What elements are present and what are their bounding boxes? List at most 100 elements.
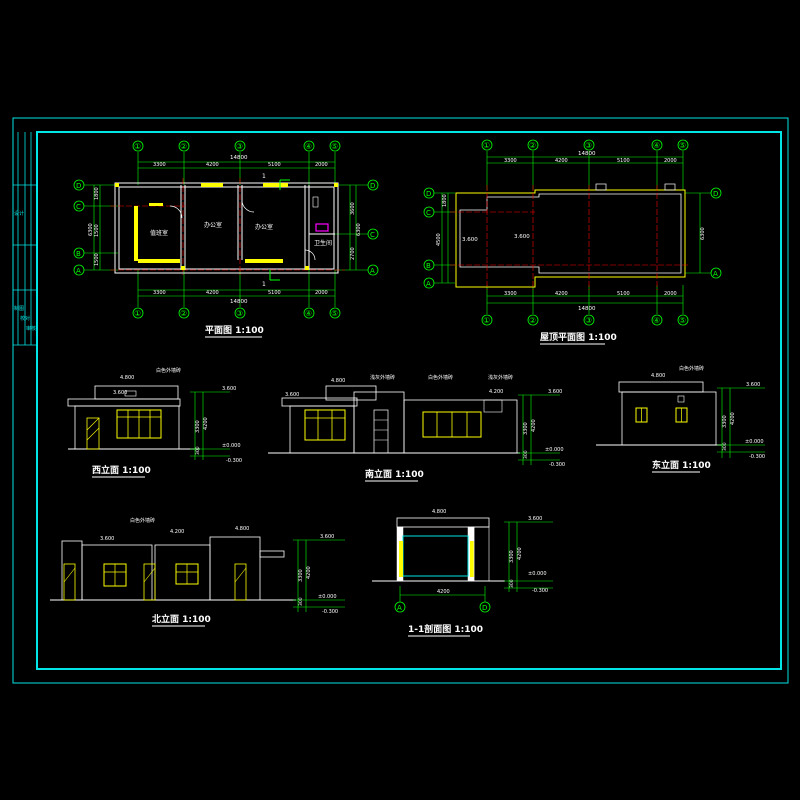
dimension-text: 2000 [664,158,677,164]
axis-label: C [426,209,431,217]
section-1-1: 4.800 4200 A D 3.600 ±0.000 -0.300 3300 … [372,509,553,637]
elevation-tag: 4.800 [235,526,249,532]
dimension-text: 1800 [442,194,448,207]
elevation-tag: 3.600 [113,390,127,396]
section-cut-mark [269,179,290,281]
dimension-text: 4200 [555,158,568,164]
dimension-text: 5100 [268,162,281,168]
dimension-text: 14800 [230,299,248,305]
drawing-title: 1-1剖面图 1:100 [408,623,483,635]
material-note: 白色外墙砖 [428,374,453,381]
axis-label: ③ [585,141,592,150]
elevation-tag: 3.600 [100,536,114,542]
dimension-text: 14800 [578,151,596,157]
axis-label: C [370,231,375,239]
axis-label: A [426,280,431,288]
elevation-tag: 4.800 [331,378,345,384]
elevation-tag: 4.200 [170,529,184,535]
room-label: 办公室 [204,221,222,229]
elevation-tag: 3.600 [514,234,530,240]
dimension-text: 4200 [206,162,219,168]
west-elevation: 4.800 3.600 白色外墙砖 3.600 ±0.000 -0.300 33… [67,367,242,478]
level-tag: 3.600 [746,382,760,388]
material-note: 白色外墙砖 [679,365,704,372]
level-tag: -0.300 [549,462,565,468]
level-tag: ±0.000 [318,594,337,600]
material-note: 浅灰外墙砖 [370,374,395,381]
elevation-tag: 4.800 [120,375,134,381]
axis-label: D [713,190,718,198]
south-elevation: 4.800 3.600 4.200 浅灰外墙砖 白色外墙砖 浅灰外墙砖 3.60… [268,374,565,482]
axis-label: A [370,267,375,275]
dimension-text: 3300 [298,569,304,582]
axis-label: ② [529,316,536,325]
inner-border [36,131,782,670]
axis-label: ④ [653,316,660,325]
dimension-text: 5100 [617,158,630,164]
level-tag: 3.600 [222,386,236,392]
axis-label: ③ [236,309,243,318]
dimension-text: 6300 [700,227,706,240]
axis-label: A [713,270,718,278]
drawing-title: 屋顶平面图 1:100 [540,332,617,343]
dimension-text: 3600 [350,202,356,215]
dimension-text: 1500 [94,253,100,266]
outer-border [12,117,789,684]
level-tag: ±0.000 [528,571,547,577]
dimension-text: 3300 [504,158,517,164]
dimension-text: 6300 [88,223,94,236]
title-block: 设计 制图 校对 审核 [13,132,37,346]
sink-icon [312,196,319,208]
cut-label: 1 [262,173,266,180]
axis-label: ④ [305,309,312,318]
title-block-label: 设计 [14,210,24,217]
elevation-tag: 4.800 [651,373,665,379]
cut-label: 1 [262,281,266,288]
dimension-text: 3300 [509,550,515,563]
level-tag: -0.300 [749,454,765,460]
floor-plan: ① ② ③ ④ ⑤ ① ② ③ ④ ⑤ D C B A D C A [73,140,379,338]
axis-label: B [426,262,431,270]
dimension-text: 4200 [437,589,450,595]
room-label: 卫生间 [314,239,332,247]
dimension-text: 3300 [504,291,517,297]
plan-walls [114,182,339,274]
level-tag: ±0.000 [222,443,241,449]
dimension-text: 1800 [94,187,100,200]
dimension-text: 6300 [356,223,362,236]
axis-label: A [397,604,402,612]
east-elevation: 4.800 白色外墙砖 3.600 ±0.000 -0.300 3300 420… [596,365,765,473]
material-note: 白色外墙砖 [130,517,155,524]
dimension-text: 3300 [153,290,166,296]
dimension-text: 300 [509,579,515,588]
axis-label: D [76,182,81,190]
title-block-label: 制图 [14,305,24,312]
level-tag: ±0.000 [745,439,764,445]
dimension-text: 4200 [531,419,537,432]
drawing-title: 东立面 1:100 [652,459,711,471]
dimension-text: 300 [195,446,201,455]
axis-label: D [482,604,487,612]
dimension-text: 2000 [664,291,677,297]
plan-doors [169,199,316,261]
level-tag: -0.300 [226,458,242,464]
axis-label: D [370,182,375,190]
dimension-text: 1500 [94,224,100,237]
dimension-text: 300 [523,450,529,459]
axis-label: ③ [236,142,243,151]
drawing-title: 南立面 1:100 [365,468,424,480]
room-label: 办公室 [255,223,273,231]
dimension-text: 4200 [555,291,568,297]
title-block-label: 校对 [20,315,30,322]
axis-label: ② [529,141,536,150]
dimension-text: 4200 [517,547,523,560]
dimension-text: 4500 [436,233,442,246]
plan-columns [115,183,338,270]
elevation-tag: 4.200 [489,389,503,395]
dimension-text: 2000 [315,290,328,296]
axis-label: ④ [653,141,660,150]
dimension-text: 300 [298,597,304,606]
dimension-text: 2700 [350,247,356,260]
axis-label: ① [483,316,490,325]
